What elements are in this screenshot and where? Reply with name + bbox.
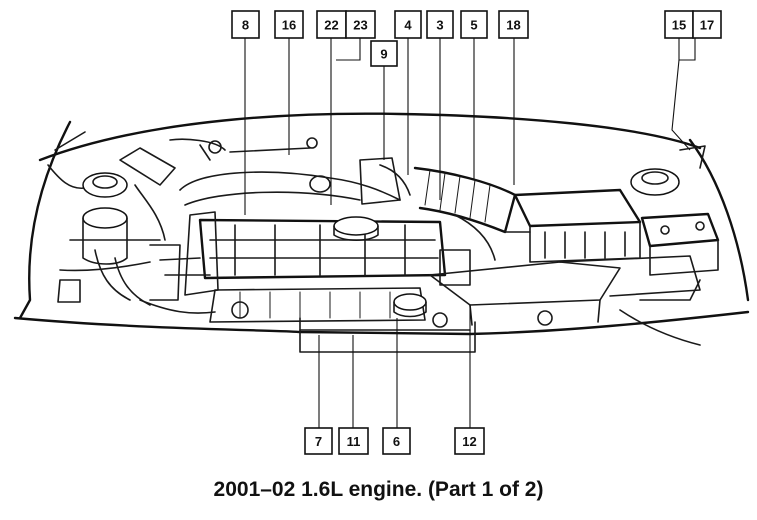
svg-text:6: 6 (393, 434, 400, 449)
svg-text:15: 15 (672, 18, 686, 33)
callout-22: 22 (316, 10, 347, 39)
callout-8: 8 (231, 10, 260, 39)
svg-text:11: 11 (347, 434, 361, 449)
svg-text:4: 4 (404, 18, 412, 33)
intake-hose (179, 171, 401, 201)
svg-text:17: 17 (700, 18, 714, 33)
callout-15: 15 (664, 10, 694, 39)
reservoir (82, 207, 128, 229)
callout-18: 18 (498, 10, 529, 39)
callout-5: 5 (460, 10, 488, 39)
svg-text:3: 3 (436, 18, 443, 33)
leader-lines (244, 38, 696, 428)
svg-text:8: 8 (242, 18, 249, 33)
callout-17: 17 (692, 10, 722, 39)
svg-text:7: 7 (315, 434, 322, 449)
callout-7: 7 (304, 427, 333, 455)
valve-cover (198, 218, 447, 280)
right-fender (688, 138, 750, 302)
figure-caption: 2001–02 1.6L engine. (Part 1 of 2) (213, 478, 544, 501)
svg-text:12: 12 (462, 434, 476, 449)
svg-text:22: 22 (324, 18, 338, 33)
radiator-support (13, 310, 750, 336)
right-strut-tower (630, 168, 680, 196)
air-cleaner-housing (513, 188, 642, 228)
callout-3: 3 (426, 10, 454, 39)
battery (640, 212, 720, 248)
oil-filler-cap (333, 216, 379, 236)
svg-text:23: 23 (353, 18, 367, 33)
callout-6: 6 (382, 427, 411, 455)
hood-outline (38, 112, 702, 162)
svg-text:18: 18 (506, 18, 520, 33)
coolant-cap (393, 293, 427, 311)
callout-16: 16 (274, 10, 304, 39)
callout-9: 9 (370, 40, 398, 67)
callout-4: 4 (394, 10, 422, 39)
left-fender (18, 120, 72, 320)
svg-text:16: 16 (282, 18, 296, 33)
callout-11: 11 (338, 427, 369, 455)
engine-illustration (13, 112, 750, 353)
callout-23: 23 (345, 10, 376, 39)
callout-12: 12 (454, 427, 485, 455)
svg-text:5: 5 (470, 18, 477, 33)
svg-text:9: 9 (380, 47, 387, 62)
